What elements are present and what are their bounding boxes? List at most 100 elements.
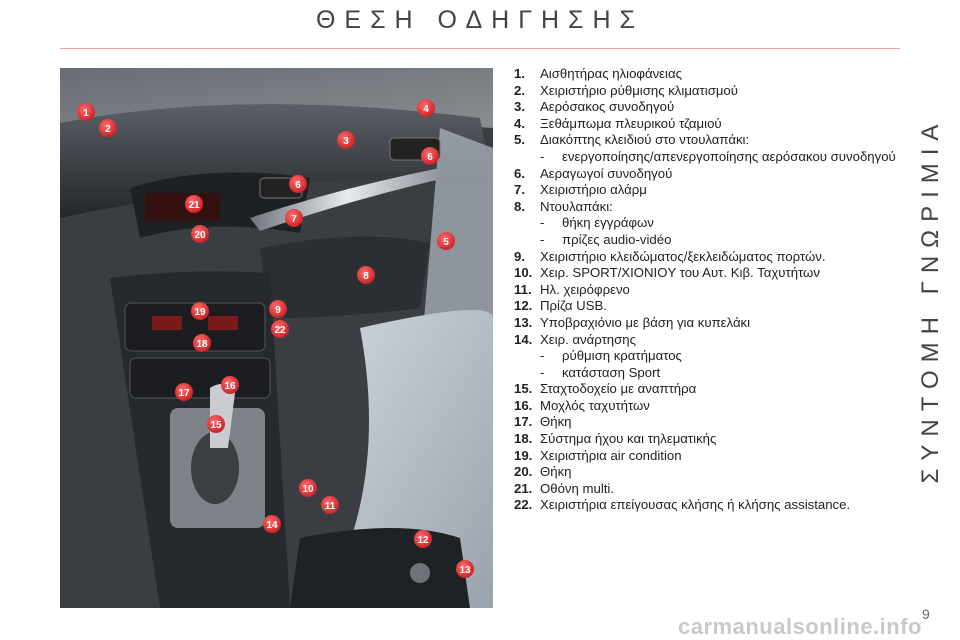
callout-6a: 6 [427, 152, 433, 163]
legend-subitem: - θήκη εγγράφων [514, 215, 904, 232]
component-legend: 1. Αισθητήρας ηλιοφάνειας 2. Χειριστήριο ρύ… [514, 66, 904, 514]
legend-text: Διακόπτης κλειδιού στο ντουλαπάκι: [540, 132, 750, 148]
callout-1: 1 [83, 108, 89, 119]
legend-number: 18. [514, 431, 533, 447]
callout-5: 5 [443, 237, 449, 248]
callout-18: 18 [196, 339, 208, 350]
legend-number: 5. [514, 132, 525, 148]
callout-2: 2 [105, 124, 111, 135]
title-divider [60, 48, 900, 49]
callout-10: 10 [302, 484, 314, 495]
legend-text: Χειριστήριο ρύθμισης κλιματισμού [540, 82, 738, 98]
legend-item: 4. Ξεθάμπωμα πλευρικού τζαμιού [514, 116, 904, 133]
legend-number: 22. [514, 497, 533, 513]
legend-text: Οθόνη multi. [540, 480, 615, 496]
callout-3: 3 [343, 136, 349, 147]
callout-17: 17 [178, 388, 190, 399]
legend-item: 13.Υποβραχιόνιο με βάση για κυπελάκι [514, 315, 904, 332]
legend-number: 3. [514, 99, 525, 115]
legend-item: 2. Χειριστήριο ρύθμισης κλιματισμού [514, 83, 904, 100]
legend-item: 16.Μοχλός ταχυτήτων [514, 398, 904, 415]
legend-item: 8.Ντουλαπάκι: [514, 199, 904, 216]
legend-item: 14. Χειρ. ανάρτησης [514, 332, 904, 349]
legend-text: Χειριστήριο αλάρμ [540, 182, 647, 198]
legend-subitem-text: ενεργοποίησης/απενεργοποίησης αερόσακου … [562, 148, 896, 164]
legend-dash: - [540, 215, 545, 231]
side-title-text: ΣΥΝΤΟΜΗ ΓΝΩΡΙΜΙΑ [917, 116, 944, 484]
legend-text: Θήκη [540, 464, 572, 480]
dashboard-photo: 1 2 3 4 6 6 7 21 20 5 8 19 9 22 18 17 16… [60, 68, 493, 608]
legend-item: 9. Χειριστήριο κλειδώματος/ξεκλειδώματος … [514, 249, 904, 266]
legend-subitem-text: θήκη εγγράφων [562, 215, 654, 231]
legend-number: 2. [514, 82, 525, 98]
legend-subitem: - ρύθμιση κρατήματος [514, 348, 904, 365]
legend-number: 11. [514, 281, 532, 297]
side-title: ΣΥΝΤΟΜΗ ΓΝΩΡΙΜΙΑ [911, 70, 951, 530]
legend-text: Αεραγωγοί συνοδηγού [540, 165, 673, 181]
legend-number: 1. [514, 66, 525, 81]
legend-number: 9. [514, 248, 525, 264]
legend-item: 15. Σταχτοδοχείο με αναπτήρα [514, 381, 904, 398]
legend-text: Χειριστήριο κλειδώματος/ξεκλειδώματος πο… [540, 248, 826, 264]
callout-12: 12 [417, 535, 429, 546]
legend-text: Θήκη [540, 414, 572, 430]
legend-text: Αερόσακος συνοδηγού [540, 99, 675, 115]
legend-item: 19.Χειριστήρια air condition [514, 448, 904, 465]
legend-dash: - [540, 231, 545, 247]
callout-21: 21 [188, 200, 200, 211]
legend-text: Ξεθάμπωμα πλευρικού τζαμιού [540, 115, 722, 131]
legend-subitem-text: ρύθμιση κρατήματος [562, 348, 682, 364]
legend-item: 1. Αισθητήρας ηλιοφάνειας [514, 66, 904, 83]
legend-item: 22.Χειριστήρια επείγουσας κλήσης ή κλήση… [514, 497, 904, 514]
legend-text: Μοχλός ταχυτήτων [540, 397, 650, 413]
legend-dash: - [540, 364, 545, 380]
page-number: 9 [922, 606, 930, 622]
legend-subitem-text: κατάσταση Sport [562, 364, 661, 380]
legend-text: Χειρ. ανάρτησης [540, 331, 636, 347]
legend-subitem: - κατάσταση Sport [514, 365, 904, 382]
legend-text: Σύστημα ήχου και τηλεματικής [540, 431, 717, 447]
legend-number: 4. [514, 115, 525, 131]
legend-text: Πρίζα USB. [540, 298, 607, 314]
legend-number: 12. [514, 298, 533, 314]
legend-text: Ντουλαπάκι: [540, 198, 613, 214]
legend-number: 7. [514, 182, 525, 198]
legend-subitem-text: πρίζες audio-vidéo [562, 231, 672, 247]
page-title: ΘΕΣΗ ΟΔΗΓΗΣΗΣ [315, 6, 645, 34]
photo-callouts: 1 2 3 4 6 6 7 21 20 5 8 19 9 22 18 17 16… [77, 99, 474, 578]
legend-item: 3. Αερόσακος συνοδηγού [514, 99, 904, 116]
legend-number: 15. [514, 381, 533, 397]
callout-15: 15 [210, 420, 222, 431]
legend-item: 10. Χειρ. SPORT/XIONIOY του Αυτ. Κιβ. Ταχ… [514, 265, 904, 282]
legend-text: Ηλ. χειρόφρενο [540, 281, 630, 297]
legend-text: Υποβραχιόνιο με βάση για κυπελάκι [540, 314, 751, 330]
legend-dash: - [540, 348, 545, 364]
callout-4: 4 [423, 104, 429, 115]
callout-11: 11 [325, 501, 336, 512]
legend-number: 17. [514, 414, 533, 430]
watermark: carmanualsonline.info [678, 614, 922, 639]
legend-dash: - [540, 148, 545, 164]
legend-text: Σταχτοδοχείο με αναπτήρα [540, 381, 697, 397]
legend-item: 7. Χειριστήριο αλάρμ [514, 182, 904, 199]
legend-item: 6. Αεραγωγοί συνοδηγού [514, 166, 904, 183]
legend-number: 20. [514, 464, 533, 480]
dashboard-illustration: 1 2 3 4 6 6 7 21 20 5 8 19 9 22 18 17 16… [60, 68, 493, 608]
legend-subitem: - ενεργοποίησης/απενεργοποίησης αερόσακου… [514, 149, 904, 166]
legend-text: Χειριστήρια air condition [540, 447, 682, 463]
callout-20: 20 [194, 230, 206, 241]
legend-item: 5. Διακόπτης κλειδιού στο ντουλαπάκι: [514, 132, 904, 149]
legend-item: 21. Οθόνη multi. [514, 481, 904, 498]
legend-text: Χειρ. SPORT/XIONIOY του Αυτ. Κιβ. Ταχυτή… [540, 265, 820, 281]
legend-number: 21. [514, 480, 533, 496]
legend-number: 10. [514, 265, 533, 281]
legend-item: 12. Πρίζα USB. [514, 298, 904, 315]
callout-19: 19 [194, 307, 206, 318]
callout-8: 8 [363, 271, 369, 282]
legend-item: 11. Ηλ. χειρόφρενο [514, 282, 904, 299]
callout-14: 14 [266, 520, 278, 531]
legend-number: 14. [514, 331, 533, 347]
legend-item: 17. Θήκη [514, 414, 904, 431]
legend-text: Αισθητήρας ηλιοφάνειας [540, 66, 682, 81]
legend-number: 6. [514, 165, 525, 181]
